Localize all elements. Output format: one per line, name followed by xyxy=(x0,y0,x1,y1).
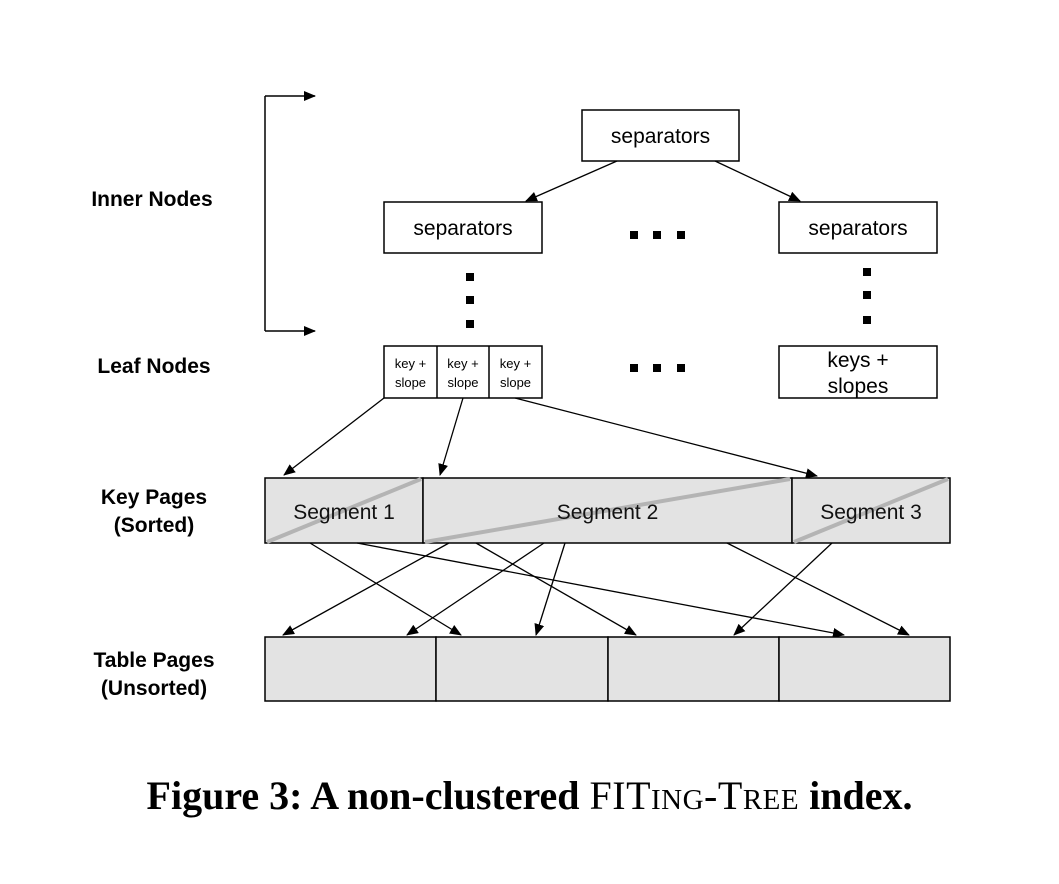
leaf-node-right: keys + slopes xyxy=(778,345,938,399)
table-page-2 xyxy=(435,636,609,702)
key-pages-sorted-label: (Sorted) xyxy=(114,514,195,537)
caption-fiting-tree: FITING-TREE xyxy=(589,773,800,818)
root-to-right-arrow xyxy=(714,160,801,202)
leaf-cell-2-line2: slope xyxy=(447,375,478,390)
right-vertical-ellipsis xyxy=(863,268,871,324)
segment-3-slope-line xyxy=(793,477,949,544)
right-separator-node: separators xyxy=(778,201,938,254)
root-to-left-arrow xyxy=(525,160,618,202)
table-pages-unsorted-label: (Unsorted) xyxy=(101,677,207,700)
leaf-cell-2-line1: key + xyxy=(447,356,478,371)
left-vertical-ellipsis xyxy=(466,273,474,328)
segment-2-slope-line xyxy=(424,477,791,544)
segment-to-table-arrows xyxy=(282,542,910,638)
table-pages-label: Table Pages xyxy=(94,649,215,672)
root-separator-node: separators xyxy=(581,109,740,162)
segment-1-slope-line xyxy=(266,477,422,544)
inner-nodes-label: Inner Nodes xyxy=(91,188,212,211)
leaf-to-segment-3-arrow xyxy=(514,397,818,479)
leaf-to-segment-1-arrow xyxy=(283,397,385,476)
table-page-1 xyxy=(264,636,437,702)
segment-2-label: Segment 2 xyxy=(557,501,659,524)
leaf-cell-1-line2: slope xyxy=(395,375,426,390)
leaf-cell-1-line1: key + xyxy=(395,356,426,371)
leaf-nodes-label: Leaf Nodes xyxy=(97,355,210,378)
key-pages-row: Segment 1 Segment 2 Segment 3 xyxy=(264,477,951,544)
figure-caption: Figure 3: A non-clustered FITING-TREE in… xyxy=(0,772,1059,819)
table-page-4 xyxy=(778,636,951,702)
leaf-right-line2: slopes xyxy=(828,375,889,398)
leaf-cell-3-line1: key + xyxy=(500,356,531,371)
root-separator-text: separators xyxy=(611,125,710,148)
left-separator-node: separators xyxy=(383,201,543,254)
leaf-right-line1: keys + xyxy=(827,349,888,372)
caption-prefix: Figure 3: A non-clustered xyxy=(146,773,590,818)
leaf-to-segment-2-arrow xyxy=(438,397,464,476)
leaf-cell-3-line2: slope xyxy=(500,375,531,390)
inner-nodes-bracket xyxy=(264,91,316,336)
table-pages-row xyxy=(264,636,951,702)
leaf-node-left: key + slope key + slope key + slope xyxy=(383,345,543,399)
left-separator-text: separators xyxy=(413,217,512,240)
right-separator-text: separators xyxy=(808,217,907,240)
key-pages-label: Key Pages xyxy=(101,486,207,509)
inner-ellipsis xyxy=(630,231,685,239)
table-page-3 xyxy=(607,636,780,702)
segment-1-label: Segment 1 xyxy=(293,501,395,524)
leaf-ellipsis xyxy=(630,364,685,372)
segment-3-label: Segment 3 xyxy=(820,501,922,524)
caption-suffix: index. xyxy=(799,773,913,818)
fiting-tree-diagram: Inner Nodes Leaf Nodes Key Pages (Sorted… xyxy=(91,91,951,702)
